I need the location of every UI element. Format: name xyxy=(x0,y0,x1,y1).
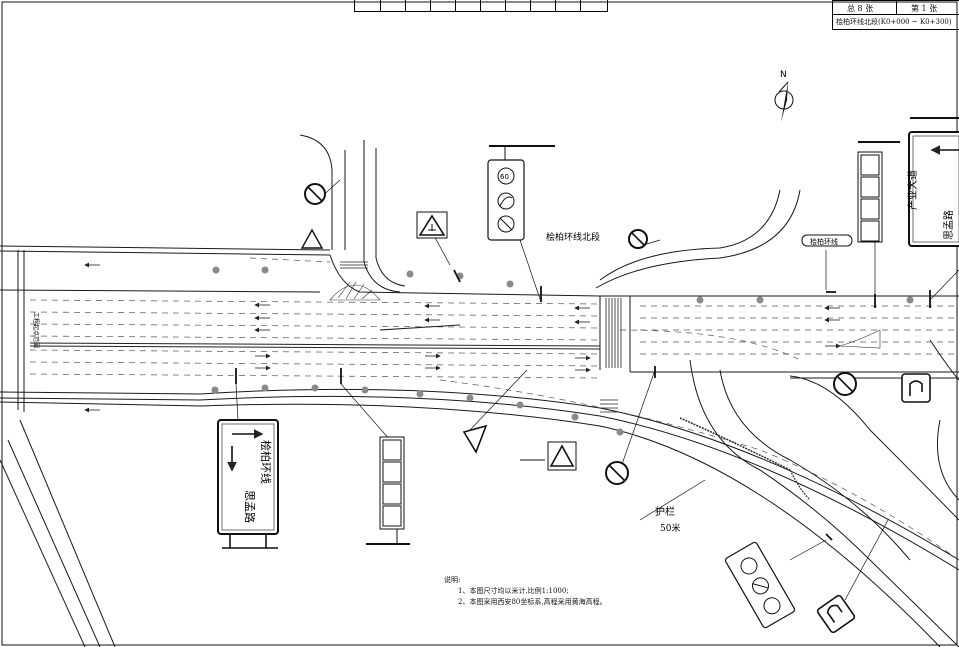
lane-guidance-panel-lower xyxy=(366,436,410,545)
guide-sign-left-line1: 桧柏环线 xyxy=(259,440,273,484)
warning-sign-lower xyxy=(462,424,577,471)
signal-group-lower-right xyxy=(724,541,796,629)
sheet-title: 桧柏环线北段(K0+000 ~ K0+300) xyxy=(836,18,952,26)
guardrail-length: 50米 xyxy=(660,522,680,534)
guide-sign-left: 桧柏环线 思孟路 xyxy=(217,419,279,549)
total-count: 8 xyxy=(857,4,863,13)
prohibition-sign-mid xyxy=(628,229,648,249)
channelization-islands xyxy=(329,281,881,501)
trees xyxy=(211,266,914,436)
note-item-1: 1、本图尺寸均以米计,比例1:1000; xyxy=(458,587,569,595)
road-name-sign-text: 桧柏环线 xyxy=(810,237,838,246)
note-item-2: 2、本图采用西安80坐标系,高程采用黄海高程。 xyxy=(458,598,607,606)
page-label: 第 xyxy=(911,4,919,13)
road-name-sign: 桧柏环线 xyxy=(801,234,853,247)
center-divider xyxy=(29,324,601,350)
road-name-label: 桧柏环线北段 xyxy=(546,231,600,243)
north-arrow: N xyxy=(774,70,794,122)
warning-sign-left xyxy=(300,228,324,249)
sign-leader-lines xyxy=(235,179,959,601)
guide-sign-left-line2: 思孟路 xyxy=(243,490,256,523)
prohibition-sign-lower xyxy=(605,461,629,485)
page-unit: 张 xyxy=(929,4,938,13)
lane-guidance-panel-right xyxy=(857,141,900,243)
total-label: 总 xyxy=(847,4,855,13)
traffic-sign-group-top: 60 xyxy=(487,145,555,241)
guide-sign-right-line2: 思孟路 xyxy=(942,210,955,240)
guardrail-label: 护栏 xyxy=(655,505,675,518)
prohibition-sign-left xyxy=(304,183,326,205)
top-table-strip xyxy=(354,0,608,12)
lane-markings xyxy=(29,257,959,561)
title-block: 总 8 张 第 1 张 桧柏环线北段(K0+000 ~ K0+300) xyxy=(832,0,959,30)
start-range-label: 工程起点范围 xyxy=(32,312,40,348)
total-unit: 张 xyxy=(865,4,874,13)
crosswalks xyxy=(340,261,622,413)
page-number: 1 xyxy=(921,4,927,13)
guide-sign-right: 产业大道 思孟路 xyxy=(906,117,959,247)
u-turn-sign-lower xyxy=(816,594,856,634)
u-turn-sign-right xyxy=(901,373,931,403)
drawing-notes: 说明: 1、本图尺寸均以米计,比例1:1000; 2、本图采用西安80坐标系,高… xyxy=(444,575,607,608)
notes-heading: 说明: xyxy=(444,576,461,584)
prohibition-sign-right xyxy=(833,372,857,396)
main-road xyxy=(0,134,959,647)
speed-limit-value: 60 xyxy=(500,173,509,181)
warning-sign-crossing xyxy=(416,211,448,239)
guide-sign-right-line1: 产业大道 xyxy=(906,170,919,210)
lane-arrows xyxy=(84,262,841,413)
north-label: N xyxy=(780,70,787,80)
